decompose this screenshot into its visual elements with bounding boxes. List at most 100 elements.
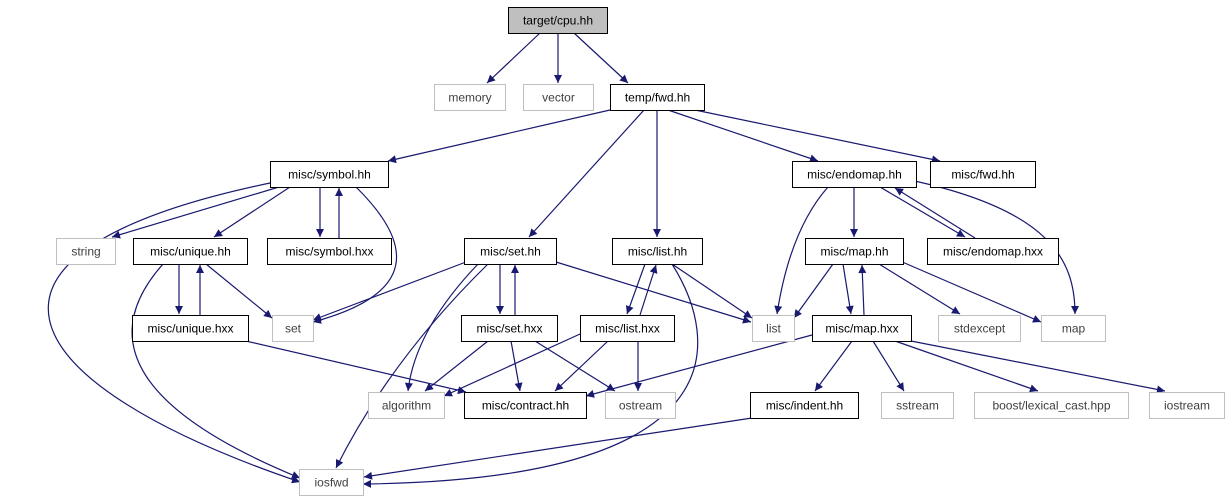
node-box <box>56 238 116 265</box>
node-label: misc/set.hh <box>480 245 541 259</box>
edge-map-hxx-to-iostream <box>910 340 1166 394</box>
edge-temp-fwd-to-set-hh <box>528 109 645 238</box>
node-label: set <box>285 322 302 336</box>
node-box <box>974 392 1129 419</box>
node-box <box>267 238 392 265</box>
node-unique-hxx[interactable]: misc/unique.hxx <box>132 315 249 342</box>
edge-set-hh-to-iosfwd <box>335 263 489 469</box>
edge-set-hh-to-algorithm <box>404 263 479 392</box>
node-cpu-hh[interactable]: target/cpu.hh <box>508 7 608 34</box>
node-label: misc/indent.hh <box>766 399 843 413</box>
edge-unique-hh-to-set <box>205 263 273 319</box>
edge-endomap-hh-to-list <box>774 186 829 315</box>
node-box <box>464 238 557 265</box>
node-box <box>368 392 445 419</box>
node-box <box>610 84 705 111</box>
edge-set-hxx-to-algorithm <box>424 340 489 392</box>
node-list-hh[interactable]: misc/list.hh <box>612 238 703 265</box>
node-label: misc/endomap.hh <box>807 168 902 182</box>
node-string: string <box>56 238 116 265</box>
node-symbol-hxx[interactable]: misc/symbol.hxx <box>267 238 392 265</box>
node-list: list <box>752 315 795 342</box>
node-label: misc/map.hxx <box>825 322 898 336</box>
edge-set-hxx-to-ostream <box>534 340 616 392</box>
node-box <box>930 161 1036 188</box>
edge-map-hh-to-map <box>899 260 1042 323</box>
node-symbol-hh[interactable]: misc/symbol.hh <box>270 161 389 188</box>
node-box <box>434 84 506 111</box>
edge-list-hxx-to-list-hh <box>639 264 658 316</box>
edge-list-hh-to-list-hxx <box>625 263 646 315</box>
node-unique-hh[interactable]: misc/unique.hh <box>133 238 248 265</box>
node-label: misc/list.hxx <box>595 322 660 336</box>
node-temp-fwd[interactable]: temp/fwd.hh <box>610 84 705 111</box>
edge-map-hh-to-stdexcept <box>878 263 961 315</box>
node-endomap-hh[interactable]: misc/endomap.hh <box>792 161 917 188</box>
node-label: misc/symbol.hh <box>288 168 371 182</box>
node-box <box>523 84 594 111</box>
edge-set-hh-to-list <box>555 261 752 324</box>
node-label: misc/map.hh <box>820 245 888 259</box>
node-box <box>133 238 248 265</box>
node-list-hxx[interactable]: misc/list.hxx <box>580 315 675 342</box>
node-stdexcept: stdexcept <box>938 315 1021 342</box>
node-box <box>464 392 587 419</box>
node-indent-hh[interactable]: misc/indent.hh <box>750 392 859 419</box>
node-endomap-hxx[interactable]: misc/endomap.hxx <box>927 238 1059 265</box>
node-box <box>270 161 389 188</box>
node-box <box>812 315 912 342</box>
edge-temp-fwd-to-misc-fwd <box>694 109 941 164</box>
node-set-hh[interactable]: misc/set.hh <box>464 238 557 265</box>
node-box <box>792 161 917 188</box>
node-box <box>881 392 954 419</box>
node-map-hxx[interactable]: misc/map.hxx <box>812 315 912 342</box>
node-contract-hh[interactable]: misc/contract.hh <box>464 392 587 419</box>
edge-unique-hh-to-iosfwd <box>131 263 301 479</box>
node-label: misc/list.hh <box>628 245 687 259</box>
node-box <box>132 315 249 342</box>
node-label: stdexcept <box>954 322 1006 336</box>
edge-list-hxx-to-contract-hh <box>554 340 609 392</box>
node-box <box>1041 315 1106 342</box>
node-label: algorithm <box>382 399 431 413</box>
node-box <box>927 238 1059 265</box>
edge-temp-fwd-to-endomap-hh <box>667 109 819 163</box>
edge-endomap-hh-to-endomap-hxx <box>879 186 966 238</box>
node-misc-fwd[interactable]: misc/fwd.hh <box>930 161 1036 188</box>
node-label: list <box>766 322 781 336</box>
node-sstream: sstream <box>881 392 954 419</box>
edge-map-hxx-to-map-hh <box>858 264 867 316</box>
edge-symbol-hh-to-iosfwd <box>47 181 301 484</box>
node-label: memory <box>448 91 491 105</box>
node-box <box>580 315 675 342</box>
node-map-hh[interactable]: misc/map.hh <box>805 238 904 265</box>
edge-map-hxx-to-indent-hh <box>814 340 853 392</box>
node-box <box>605 392 676 419</box>
node-label: misc/contract.hh <box>482 399 569 413</box>
edge-map-hxx-to-sstream <box>872 340 905 392</box>
edges-layer <box>47 32 1166 488</box>
node-label: boost/lexical_cast.hpp <box>992 399 1110 413</box>
edge-list-hh-to-list <box>671 263 753 319</box>
node-box <box>752 315 795 342</box>
node-label: iostream <box>1164 399 1210 413</box>
node-label: sstream <box>896 399 939 413</box>
node-set-hxx[interactable]: misc/set.hxx <box>461 315 558 342</box>
node-box <box>508 7 608 34</box>
node-box <box>750 392 859 419</box>
node-label: temp/fwd.hh <box>625 91 690 105</box>
edge-cpu-hh-to-temp-fwd <box>573 32 629 84</box>
edge-map-hh-to-map-hxx <box>842 263 854 315</box>
edge-map-hxx-to-lexical-cast <box>894 340 1039 393</box>
node-label: misc/endomap.hxx <box>943 245 1043 259</box>
node-box <box>612 238 703 265</box>
node-set: set <box>272 315 314 342</box>
edge-list-hxx-to-algorithm <box>443 333 581 397</box>
node-iostream: iostream <box>1149 392 1225 419</box>
node-label: target/cpu.hh <box>523 14 593 28</box>
node-box <box>1149 392 1225 419</box>
node-box <box>461 315 558 342</box>
edge-cpu-hh-to-memory <box>486 32 541 84</box>
